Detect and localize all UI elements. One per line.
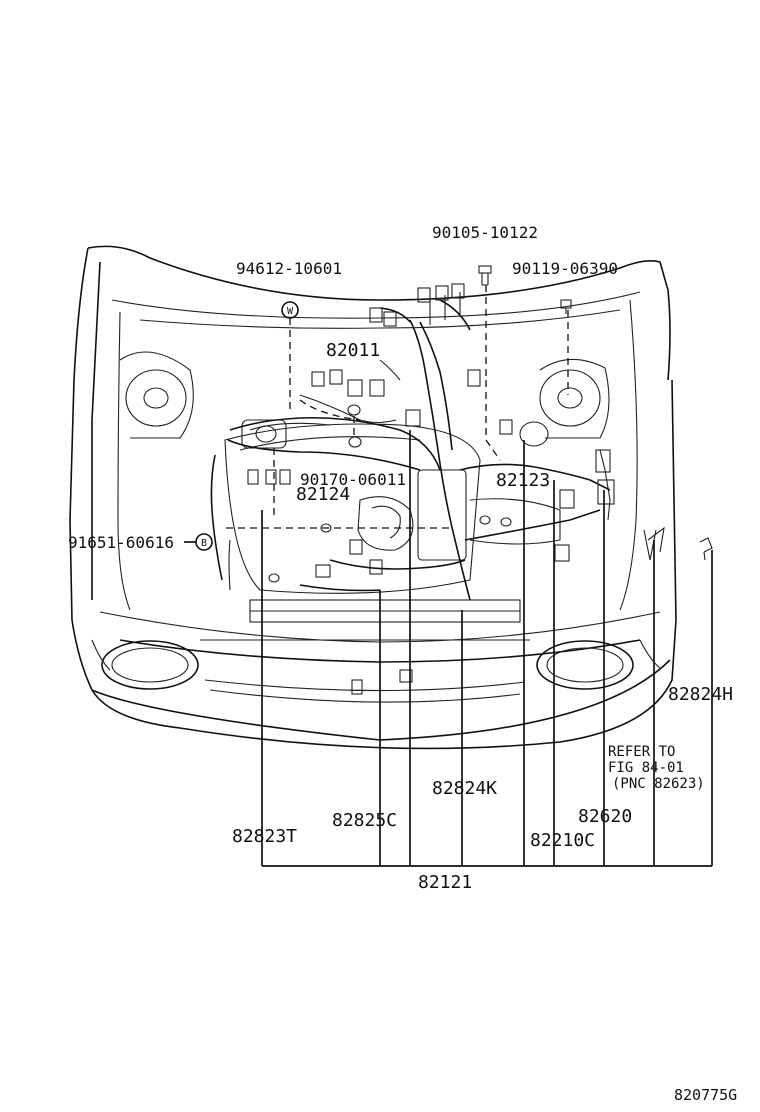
part-label-82210c: 82210C [530, 830, 595, 851]
callout-w-marker: W [281, 301, 299, 319]
clip-82824h-shape [643, 526, 713, 561]
part-labels: 90105-10122 94612-10601 90119-06390 8201… [68, 223, 733, 893]
left-headlamp [91, 639, 199, 690]
part-label-82823t: 82823T [232, 826, 297, 847]
svg-text:B: B [201, 538, 207, 549]
bolt-icon [478, 265, 492, 286]
part-label-91651-60616: 91651-60616 [68, 533, 174, 552]
leader-lines [184, 430, 713, 867]
callout-b-marker: B [195, 533, 213, 551]
part-label-82011: 82011 [326, 340, 380, 361]
screw-icon [560, 299, 572, 314]
part-label-90119-06390: 90119-06390 [512, 259, 618, 278]
svg-text:W: W [287, 306, 294, 317]
right-shock-tower [539, 358, 610, 439]
part-label-82620: 82620 [578, 806, 632, 827]
engine-block [224, 419, 561, 594]
part-label-90105-10122: 90105-10122 [432, 223, 538, 242]
grille [200, 599, 530, 703]
reference-line-2: FIG 84-01 [608, 760, 684, 776]
part-label-82124: 82124 [296, 484, 350, 505]
reference-note: REFER TO FIG 84-01 (PNC 82623) [608, 744, 705, 792]
part-label-82121: 82121 [418, 872, 472, 893]
part-label-94612-10601: 94612-10601 [236, 259, 342, 278]
part-label-90170-06011: 90170-06011 [300, 470, 406, 489]
left-shock-tower [119, 351, 194, 439]
part-label-82824h: 82824H [668, 684, 733, 705]
figure-code: 820775G [674, 1086, 737, 1104]
part-label-82824k: 82824K [432, 778, 497, 799]
reference-line-3: (PNC 82623) [612, 776, 705, 792]
part-label-82825c: 82825C [332, 810, 397, 831]
part-label-82123: 82123 [496, 470, 550, 491]
harness-bundles [210, 283, 615, 695]
reference-line-1: REFER TO [608, 744, 675, 760]
grommet-icon [347, 404, 361, 416]
right-headlamp [536, 639, 661, 690]
dashed-reference-lines [226, 285, 569, 529]
